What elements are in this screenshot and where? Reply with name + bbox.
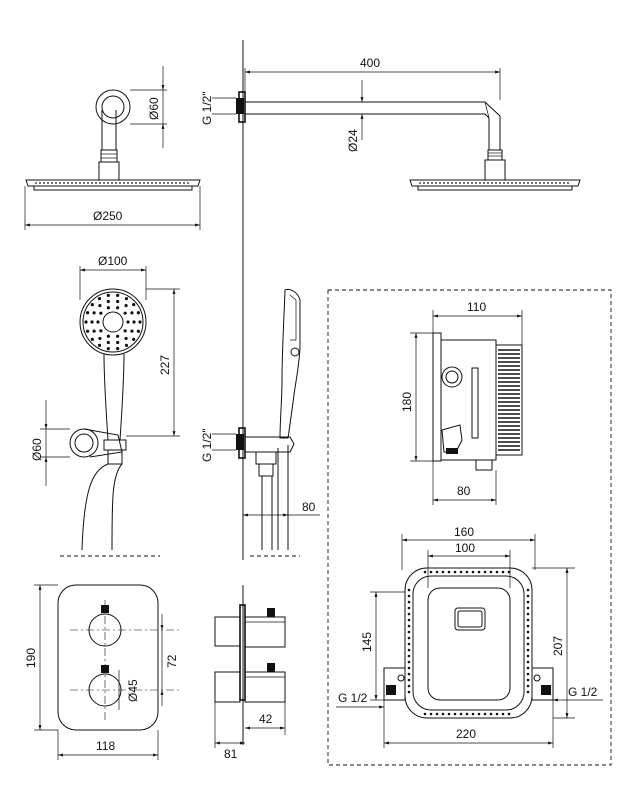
dim-arm-flange-diameter: Ø60 (147, 97, 161, 120)
head-nozzles (35, 182, 189, 184)
dim-hand-shower-diameter: Ø100 (98, 254, 128, 268)
dim-arm-length: 400 (360, 56, 380, 70)
dim-head-diameter: Ø250 (93, 209, 123, 223)
dim-body-width-inner: 100 (455, 541, 475, 555)
arm-side-view (236, 91, 581, 191)
dim-hand-shower-length: 227 (158, 355, 172, 375)
dim-knob-spacing: 72 (165, 654, 179, 668)
box-side-ribs (498, 349, 520, 451)
dim-inlet-head: G 1/2" (200, 91, 214, 125)
dim-arm-tube-diameter: Ø24 (346, 129, 360, 152)
dim-body-inlet-right: G 1/2 (568, 685, 598, 699)
body-front-view (383, 567, 554, 719)
arm-head-nozzles (419, 182, 569, 184)
concealed-body-frame (327, 289, 612, 766)
dim-body-width-outer: 160 (454, 525, 474, 539)
hand-shower-front (69, 288, 147, 551)
dim-body-total-width: 220 (456, 727, 476, 741)
dim-body-height-outer: 207 (551, 636, 565, 656)
dim-body-inlet-left: G 1/2 (338, 691, 368, 705)
body-front-holes (407, 570, 530, 716)
hand-shower-side (236, 289, 301, 550)
dim-body-height-inner: 145 (360, 632, 374, 652)
dim-plate-width: 118 (96, 739, 115, 753)
dim-plate-height: 190 (24, 648, 38, 668)
dim-inlet-holder: G 1/2" (200, 428, 214, 462)
dim-knob-depth: 42 (259, 712, 273, 726)
dim-box-depth: 80 (457, 484, 471, 498)
dim-mixer-depth: 81 (224, 747, 238, 761)
hand-shower-nozzles (84, 293, 142, 351)
dim-knob-diameter: Ø45 (126, 679, 140, 702)
mixer-side-view (214, 604, 286, 703)
box-side-view (432, 332, 523, 471)
mixer-plate-front (57, 584, 180, 731)
head-top-view (25, 89, 201, 191)
dim-box-width: 110 (467, 300, 486, 314)
dim-holder-depth: 80 (302, 500, 316, 514)
dim-holder-diameter: Ø60 (30, 438, 44, 461)
dim-box-height: 180 (400, 392, 414, 412)
